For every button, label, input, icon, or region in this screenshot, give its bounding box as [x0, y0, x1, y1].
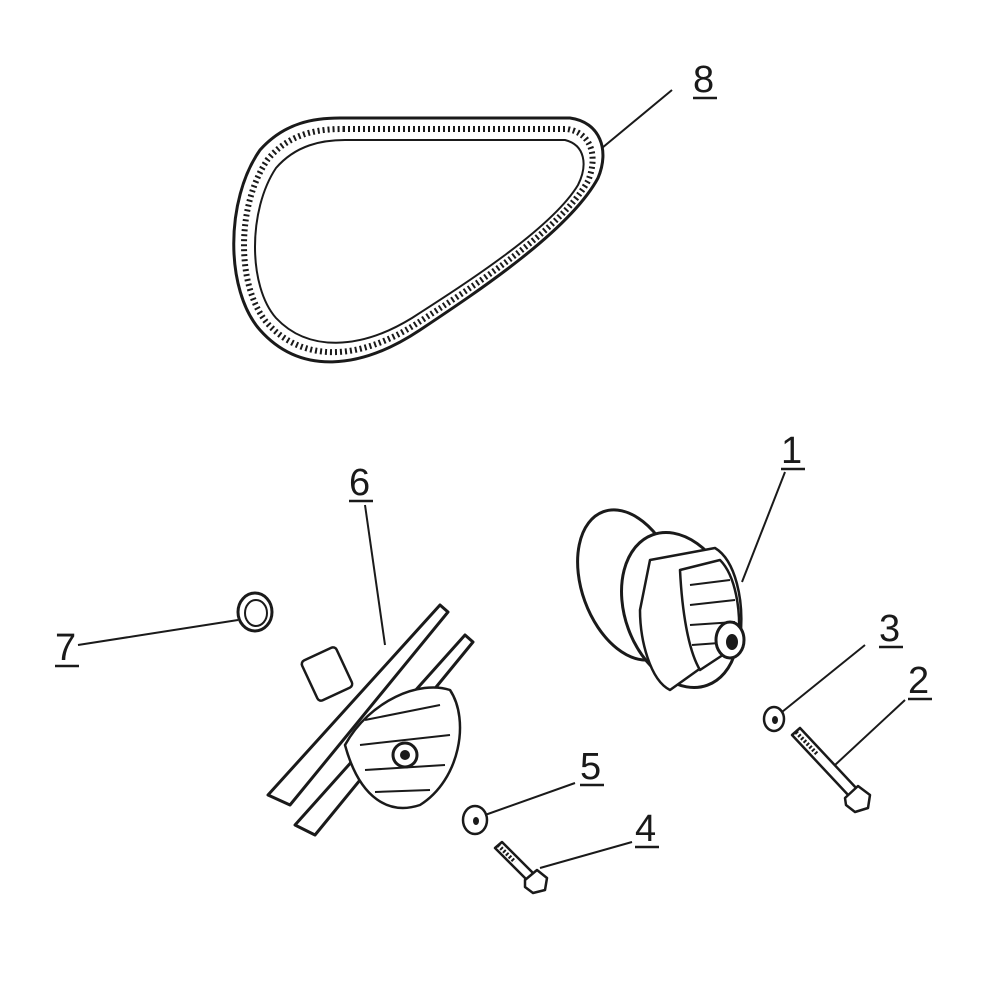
washer-7	[236, 591, 274, 633]
leader-2	[834, 699, 906, 766]
callout-6: 6	[349, 462, 370, 504]
leader-7	[77, 619, 239, 646]
primary-clutch	[576, 508, 746, 692]
leader-lines	[77, 89, 906, 869]
callout-5: 5	[580, 746, 601, 788]
secondary-clutch	[266, 603, 475, 837]
washer-5	[461, 804, 489, 836]
callout-2: 2	[908, 660, 929, 702]
leader-1	[741, 471, 786, 583]
washer-3	[762, 705, 786, 733]
callout-3: 3	[879, 608, 900, 650]
bolt-4	[493, 840, 549, 895]
leader-5	[484, 782, 576, 816]
callout-7: 7	[55, 627, 76, 669]
leader-4	[539, 841, 633, 869]
callout-4: 4	[635, 808, 656, 850]
leader-8	[601, 89, 673, 149]
callout-8: 8	[693, 59, 714, 101]
leader-3	[781, 644, 866, 713]
bolt-2	[790, 726, 872, 814]
callout-1: 1	[781, 430, 802, 472]
leader-6	[364, 504, 386, 646]
callout-labels: 8 1 6 7 3 2 5 4	[55, 59, 932, 850]
drive-belt	[232, 116, 605, 364]
